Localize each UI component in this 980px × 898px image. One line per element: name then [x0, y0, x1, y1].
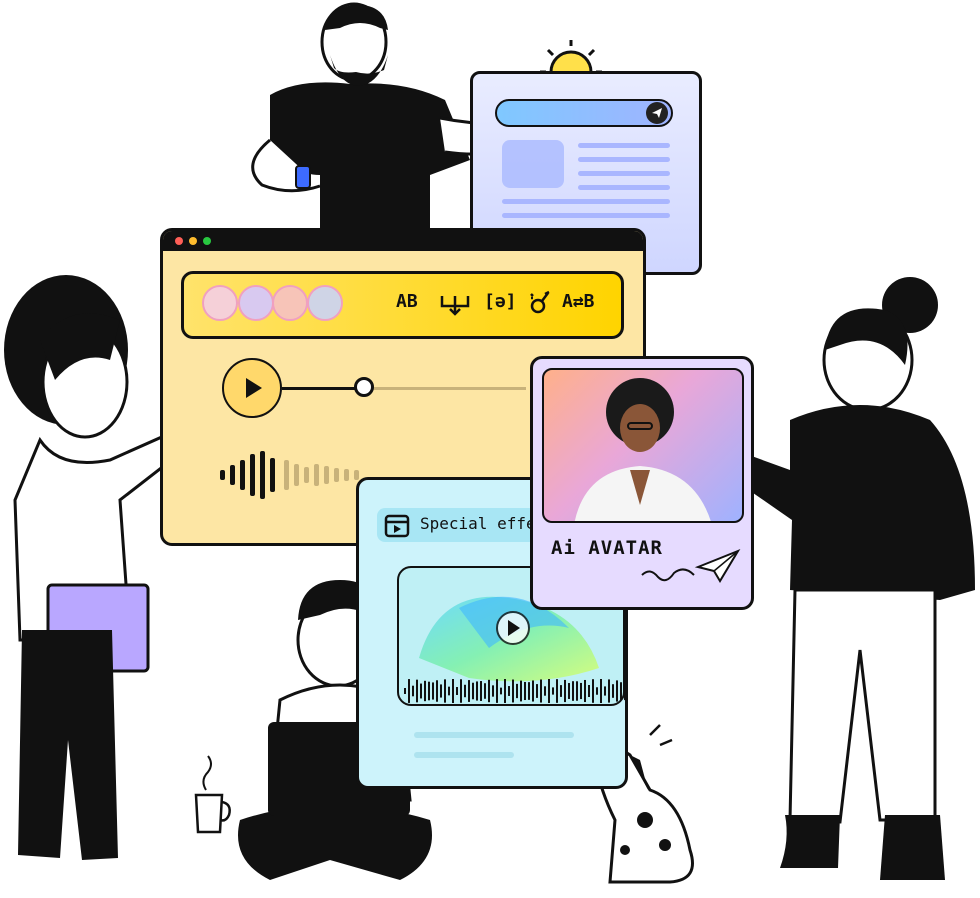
waveform-bar	[532, 680, 534, 702]
waveform-bar	[492, 685, 494, 697]
waveform-bar	[512, 679, 514, 703]
waveform-bar	[600, 679, 602, 703]
waveform-bar	[488, 679, 490, 703]
close-dot-icon[interactable]	[175, 237, 183, 245]
waveform-bar	[476, 681, 478, 701]
waveform-bar	[604, 686, 606, 696]
window-titlebar	[163, 231, 643, 251]
voice-avatar[interactable]	[307, 285, 343, 321]
waveform-bar	[560, 685, 562, 697]
maximize-dot-icon[interactable]	[203, 237, 211, 245]
progress-remaining	[366, 387, 526, 390]
waveform-bar	[440, 684, 442, 698]
ai-avatar-title: Ai AVATAR	[551, 537, 663, 559]
waveform-bar	[496, 679, 498, 703]
voice-toolbar	[181, 271, 624, 339]
voice-avatar[interactable]	[238, 285, 274, 321]
waveform-bar	[480, 681, 482, 701]
avatar-portrait[interactable]	[542, 368, 744, 523]
text-line	[578, 157, 670, 162]
waveform-bar	[456, 687, 458, 695]
waveform-bar	[404, 688, 406, 694]
voice-effect-icon[interactable]	[527, 290, 553, 316]
prompt-input-bar[interactable]	[495, 99, 673, 127]
coffee-cup-figure	[194, 755, 231, 834]
waveform-bar	[432, 682, 434, 700]
text-line	[578, 185, 670, 190]
waveform-bar	[484, 683, 486, 699]
waveform-bar	[584, 679, 586, 703]
waveform-bar	[568, 683, 570, 699]
waveform-bar	[544, 686, 546, 696]
waveform-bar	[540, 679, 542, 703]
text-line	[578, 171, 670, 176]
woman-standing-figure	[720, 277, 975, 880]
waveform-bar	[572, 681, 574, 701]
progress-filled	[282, 387, 366, 390]
send-icon[interactable]	[646, 102, 668, 124]
waveform-bar	[420, 683, 422, 699]
waveform-bar	[592, 679, 594, 703]
split-audio-icon[interactable]	[440, 292, 470, 316]
audio-waveform	[220, 451, 359, 499]
man-presenting-figure	[251, 2, 592, 230]
fx-play-icon	[496, 611, 530, 645]
waveform-bar	[624, 681, 626, 701]
waveform-bar	[508, 686, 510, 696]
waveform-bar	[436, 680, 438, 702]
voice-avatar[interactable]	[272, 285, 308, 321]
waveform-bar	[564, 679, 566, 703]
play-button[interactable]	[222, 358, 282, 418]
waveform-bar	[504, 679, 506, 703]
waveform-bar	[500, 687, 502, 695]
waveform-bar	[452, 679, 454, 703]
text-line	[502, 213, 670, 218]
waveform-bar	[460, 679, 462, 703]
waveform-bar	[520, 680, 522, 702]
waveform-bar	[536, 684, 538, 698]
waveform-bar	[612, 684, 614, 698]
text-line	[414, 732, 574, 738]
effects-video-preview[interactable]	[397, 566, 625, 706]
waveform-bar	[468, 680, 470, 702]
waveform-bar	[552, 687, 554, 695]
special-effects-title: Special effects	[420, 514, 565, 533]
video-clip-icon	[384, 514, 410, 538]
waveform-bar	[424, 680, 426, 702]
waveform-bar	[616, 680, 618, 702]
waveform-bar	[516, 683, 518, 699]
waveform-bar	[412, 685, 414, 697]
swap-language-icon[interactable]: A⇄B	[562, 291, 595, 312]
waveform-bar	[596, 687, 598, 695]
text-line	[414, 752, 514, 758]
waveform-bar	[588, 685, 590, 697]
waveform-bar	[556, 679, 558, 703]
waveform-bar	[576, 681, 578, 701]
waveform-bar	[448, 686, 450, 696]
waveform-bar	[416, 679, 418, 703]
waveform-bar	[524, 681, 526, 701]
waveform-bar	[408, 679, 410, 703]
waveform-bar	[548, 679, 550, 703]
paper-plane-icon	[641, 548, 741, 583]
waveform-bar	[464, 684, 466, 698]
translate-icon[interactable]: AB	[396, 291, 418, 312]
waveform-bar	[528, 682, 530, 700]
waveform-bar	[608, 679, 610, 703]
text-line	[578, 143, 670, 148]
voice-avatar[interactable]	[202, 285, 238, 321]
waveform-bar	[620, 682, 622, 700]
waveform-bar	[580, 682, 582, 700]
waveform-bar	[428, 681, 430, 701]
minimize-dot-icon[interactable]	[189, 237, 197, 245]
text-line	[502, 199, 670, 204]
progress-slider-handle[interactable]	[354, 377, 374, 397]
effects-waveform	[404, 679, 626, 703]
waveform-bar	[444, 679, 446, 703]
idea-thumbnail	[502, 140, 564, 188]
phoneme-icon[interactable]: [ə]	[484, 291, 517, 312]
waveform-bar	[472, 682, 474, 700]
